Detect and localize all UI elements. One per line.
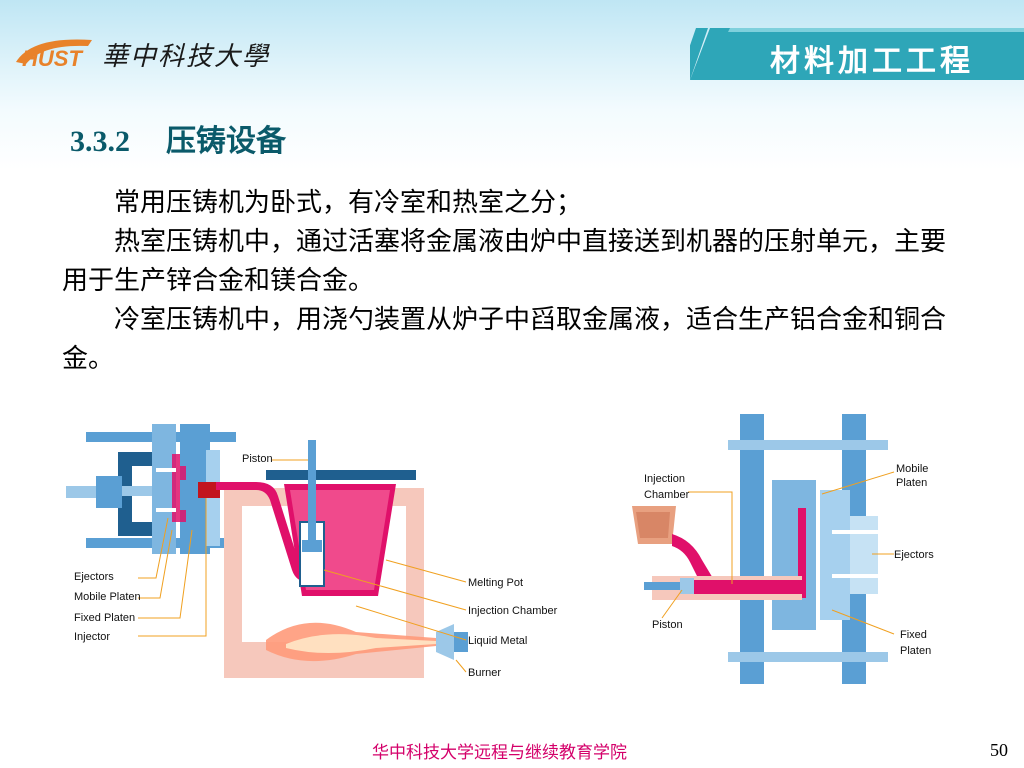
label-mobile-platen: Mobile Platen: [74, 591, 141, 603]
section-title: 3.3.2 压铸设备: [70, 116, 286, 160]
ejector-pin: [156, 508, 176, 512]
label-ejectors: Ejectors: [74, 571, 114, 583]
ejector-pin: [832, 530, 882, 534]
header-fade: [0, 110, 1024, 170]
university-name: 華中科技大學: [102, 42, 271, 72]
label-fixed: Fixed: [900, 629, 927, 641]
label-ejectors: Ejectors: [894, 549, 934, 561]
label-liquid-metal: Liquid Metal: [468, 635, 527, 647]
section-heading: 压铸设备: [166, 124, 286, 159]
ejector-pin: [832, 574, 882, 578]
tie-bar: [740, 414, 764, 684]
burner: [436, 624, 454, 660]
university-logo: HUST: [16, 39, 92, 71]
footer-institution: 华中科技大学远程与继续教育学院: [372, 743, 627, 763]
brand-title: 材料加工工程: [770, 44, 974, 79]
metal-charge: [692, 580, 802, 594]
rod: [122, 486, 154, 496]
label-injector: Injector: [74, 631, 110, 643]
flame-core: [286, 634, 436, 653]
label-piston: Piston: [242, 453, 273, 465]
logo-text: HUST: [22, 46, 83, 71]
section-number: 3.3.2: [70, 125, 130, 158]
pot-cover: [266, 470, 416, 480]
body-text: 常用压铸机为卧式，有冷室和热室之分； 热室压铸机中，通过活塞将金属液由炉中直接送…: [62, 184, 962, 379]
ladle-inner: [636, 512, 670, 538]
label-piston: Piston: [652, 619, 683, 631]
gooseneck: [216, 482, 318, 582]
cold-chamber-diagram: Injection Chamber Mobile Platen Ejectors…: [632, 414, 934, 684]
machine-frame: [118, 452, 156, 536]
piston-head: [302, 540, 322, 552]
brand-banner: [690, 28, 1024, 80]
label-burner: Burner: [468, 667, 501, 679]
label-injection-chamber: Injection Chamber: [468, 605, 558, 617]
label-fixed-platen: Platen: [900, 645, 931, 657]
label-mobile: Mobile: [896, 463, 928, 475]
poured-metal: [672, 534, 714, 586]
fixed-platen: [772, 480, 816, 630]
label-melting-pot: Melting Pot: [468, 577, 523, 589]
label-injection: Injection: [644, 473, 685, 485]
page-number: 50: [990, 740, 1008, 760]
burner-body: [454, 632, 468, 652]
ram: [66, 486, 96, 498]
label-mobile-platen: Platen: [896, 477, 927, 489]
die-cavity: [792, 508, 806, 598]
nozzle: [198, 482, 220, 498]
piston-rod: [308, 440, 316, 550]
tie-bar: [728, 440, 888, 450]
cylinder: [96, 476, 122, 508]
mobile-platen: [820, 490, 850, 620]
paragraph: 常用压铸机为卧式，有冷室和热室之分；: [114, 188, 583, 218]
ejector-plate: [850, 516, 878, 594]
ejector-pin: [156, 468, 176, 472]
tie-bar: [728, 652, 888, 662]
label-chamber: Chamber: [644, 489, 690, 501]
paragraph: 热室压铸机中，通过活塞将金属液由炉中直接送到机器的压射单元，主要用于生产锌合金和…: [62, 227, 947, 296]
paragraph: 冷室压铸机中，用浇勺装置从炉子中舀取金属液，适合生产铝合金和铜合金。: [62, 305, 947, 374]
label-fixed-platen: Fixed Platen: [74, 612, 135, 624]
hot-chamber-diagram: Piston Ejectors Mobile Platen Fixed Plat…: [66, 424, 558, 679]
plunger-head: [680, 578, 694, 594]
plunger-rod: [644, 582, 692, 590]
